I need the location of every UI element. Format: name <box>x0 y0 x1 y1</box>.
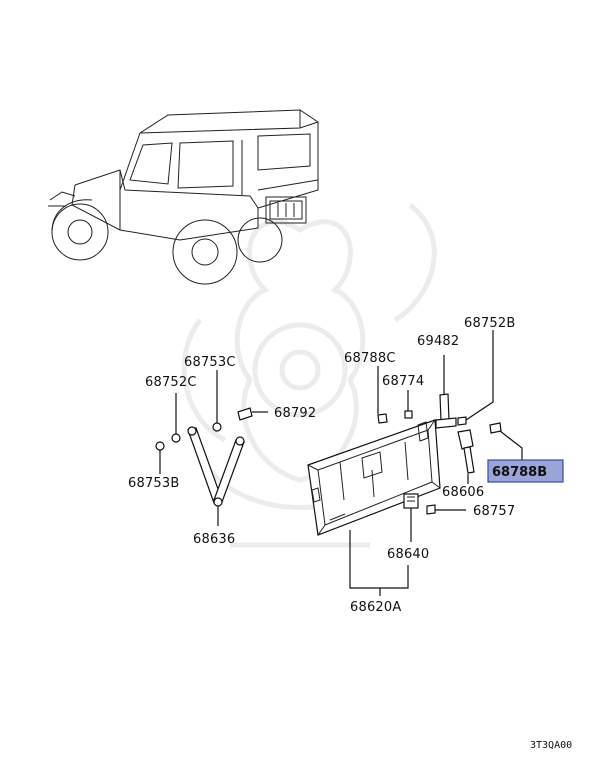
part-label-68774: 68774 <box>382 374 424 389</box>
fasteners <box>155 407 502 515</box>
highlight-box[interactable] <box>487 459 564 483</box>
part-label-68620A: 68620A <box>350 600 401 615</box>
part-label-68757: 68757 <box>473 504 515 519</box>
hinge-69482 <box>435 393 457 429</box>
part-labels: 68752B 69482 68788C 68753C 68774 68752C … <box>128 316 515 615</box>
diagram-code: 3T3QA00 <box>530 740 572 751</box>
vehicle-illustration <box>48 109 319 285</box>
part-label-69482: 69482 <box>417 334 459 349</box>
lock-68606 <box>457 429 475 474</box>
nut-68753C <box>212 422 222 432</box>
clip-68774 <box>404 410 413 419</box>
part-label-68753B: 68753B <box>128 476 179 491</box>
part-label-68788C: 68788C <box>344 351 396 366</box>
part-label-68636: 68636 <box>193 532 235 547</box>
license-plate-bracket <box>307 419 441 536</box>
screw-68788B <box>489 422 502 434</box>
part-label-68753C: 68753C <box>184 355 236 370</box>
part-label-68788B[interactable]: 68788B <box>492 465 547 480</box>
plate-stay-68636 <box>187 426 245 507</box>
part-label-68640: 68640 <box>387 547 429 562</box>
leader-lines <box>159 330 523 596</box>
bracket-68640 <box>403 493 419 509</box>
part-label-68792: 68792 <box>274 406 316 421</box>
part-label-68606: 68606 <box>442 485 484 500</box>
screw-68792 <box>237 407 253 421</box>
part-label-68752C: 68752C <box>145 375 197 390</box>
nut-68752C <box>171 433 181 443</box>
nut-68753B <box>155 441 165 451</box>
part-label-68752B: 68752B <box>464 316 515 331</box>
nut-68752B <box>457 416 467 426</box>
screw-68788C <box>377 413 388 424</box>
highlighted-part-68788B[interactable]: 68788B <box>487 459 564 483</box>
bolt-68757 <box>426 504 436 515</box>
